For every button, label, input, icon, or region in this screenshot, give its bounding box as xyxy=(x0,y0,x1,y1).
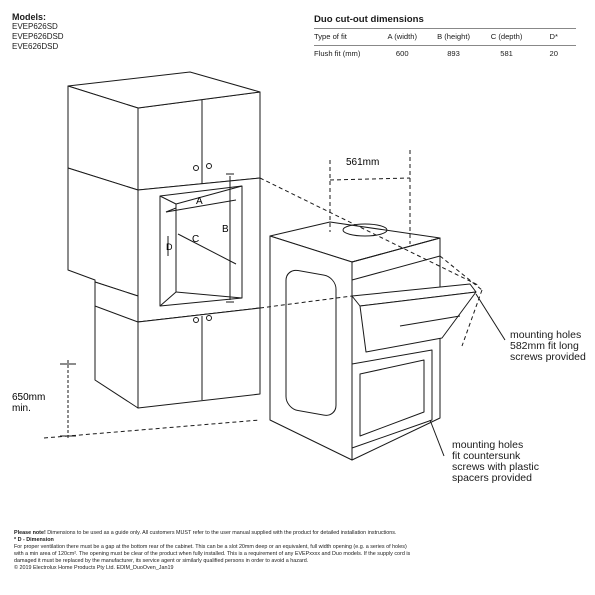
dimension-561-label: 561mm xyxy=(346,157,379,168)
dimension-650-line xyxy=(43,360,261,439)
table-cell: 893 xyxy=(447,49,460,58)
callout-line: 582mm fit long xyxy=(510,340,579,352)
column-header: A (width) xyxy=(378,29,427,46)
dimension-561-line xyxy=(329,150,411,244)
callout-line: spacers provided xyxy=(452,472,532,484)
callout-line: screws provided xyxy=(510,351,586,363)
footnotes: Please note! Dimensions to be used as a … xyxy=(14,530,584,572)
model-name: EVE626DSD xyxy=(12,42,59,51)
label-a: A xyxy=(196,196,203,207)
callout-mounting-582: mounting holes 582mm fit long screws pro… xyxy=(510,330,586,363)
callout-leader-countersunk xyxy=(429,419,445,457)
d-dimension-text: For proper ventilation there must be a g… xyxy=(14,544,407,550)
dimension-650-sublabel: min. xyxy=(12,403,31,414)
table-row: Flush fit (mm) 600 893 581 20 xyxy=(314,46,576,63)
models-block: Models: EVEP626SD EVEP626DSD EVE626DSD xyxy=(12,12,64,52)
note-text: Dimensions to be used as a guide only. A… xyxy=(47,530,397,536)
mounting-hole-guides xyxy=(259,177,483,347)
cutout-dimensions-table: Duo cut-out dimensions Type of fit A (wi… xyxy=(314,14,576,62)
table-title: Duo cut-out dimensions xyxy=(314,14,576,29)
model-name: EVEP626SD xyxy=(12,22,58,31)
column-header: C (depth) xyxy=(480,29,533,46)
cavity-dimension-lines xyxy=(165,173,237,303)
callout-mounting-countersunk: mounting holes fit countersunk screws wi… xyxy=(452,440,539,484)
dimensions-grid: Type of fit A (width) B (height) C (dept… xyxy=(314,29,576,62)
dimension-650-label: 650mm xyxy=(12,392,45,403)
table-cell: Flush fit (mm) xyxy=(314,49,361,58)
models-header: Models: xyxy=(12,12,47,22)
column-header: Type of fit xyxy=(314,29,378,46)
table-header-row: Type of fit A (width) B (height) C (dept… xyxy=(314,29,576,46)
callout-leader-582 xyxy=(475,293,506,341)
callout-line: mounting holes xyxy=(452,439,524,451)
d-dimension-text: with a min area of 120cm². The opening m… xyxy=(14,551,411,557)
callout-line: fit countersunk xyxy=(452,450,521,462)
label-c: C xyxy=(192,234,199,245)
model-name: EVEP626DSD xyxy=(12,32,64,41)
table-cell: 20 xyxy=(549,49,558,58)
table-cell: 581 xyxy=(500,49,513,58)
oven xyxy=(269,221,477,461)
d-dimension-label: * D - Dimension xyxy=(14,537,54,543)
callout-line: mounting holes xyxy=(510,329,582,341)
label-d: D xyxy=(166,242,173,252)
table-cell: 600 xyxy=(395,49,409,58)
note-line: Please note! Dimensions to be used as a … xyxy=(14,530,584,537)
cabinet xyxy=(67,71,261,409)
column-header: D* xyxy=(532,29,576,46)
column-header: B (height) xyxy=(426,29,481,46)
callout-line: screws with plastic xyxy=(452,461,539,473)
label-b: B xyxy=(222,224,229,235)
d-dimension-text: damaged it must be replaced by the manuf… xyxy=(14,558,309,564)
note-label: Please note! xyxy=(14,530,46,536)
copyright: © 2019 Electrolux Home Products Pty Ltd.… xyxy=(14,565,174,571)
